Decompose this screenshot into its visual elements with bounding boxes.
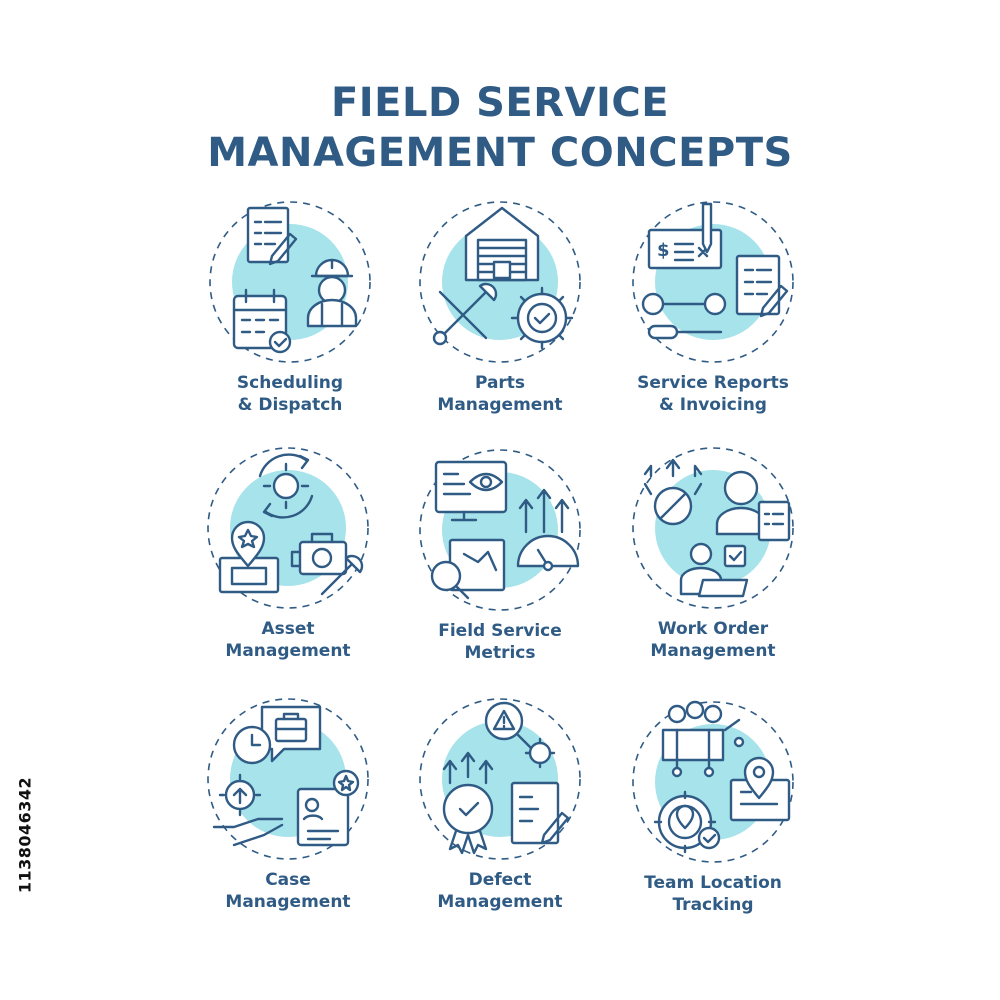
concept-defect-management: Defect Management — [370, 697, 630, 937]
stock-id-watermark: 1138046342 — [15, 776, 35, 894]
concept-case-management: Case Management — [158, 697, 418, 937]
schedule-dispatch-icon — [209, 201, 371, 363]
concept-label: Work Order Management — [650, 619, 776, 661]
page-title: FIELD SERVICE MANAGEMENT CONCEPTS — [0, 78, 1000, 178]
case-icon — [207, 698, 369, 860]
concept-parts-management: Parts Management — [370, 200, 630, 440]
concept-label: Asset Management — [225, 619, 351, 661]
concept-service-reports-invoicing: $ Service Reports & Invoicing — [583, 200, 843, 440]
concept-label: Team Location Tracking — [644, 873, 782, 915]
parts-tools-icon — [419, 201, 581, 363]
reports-invoice-icon: $ — [632, 201, 794, 363]
concept-label: Service Reports & Invoicing — [637, 373, 789, 415]
concept-asset-management: Asset Management — [158, 446, 418, 686]
concept-label: Defect Management — [437, 870, 563, 912]
concept-field-service-metrics: Field Service Metrics — [370, 448, 630, 688]
title-line-1: FIELD SERVICE — [330, 80, 670, 126]
concept-team-location-tracking: Team Location Tracking — [583, 700, 843, 940]
concept-label: Parts Management — [437, 373, 563, 415]
work-order-icon — [632, 447, 794, 609]
team-location-icon — [632, 700, 794, 863]
concept-label: Case Management — [225, 870, 351, 912]
metrics-icon — [419, 449, 581, 611]
concept-work-order-management: Work Order Management — [583, 446, 843, 686]
concept-label: Scheduling & Dispatch — [236, 373, 344, 415]
asset-icon — [207, 447, 369, 609]
defect-icon — [419, 698, 581, 860]
concept-label: Field Service Metrics — [438, 621, 562, 663]
concept-scheduling-dispatch: Scheduling & Dispatch — [160, 200, 420, 440]
title-line-2: MANAGEMENT CONCEPTS — [207, 130, 793, 176]
svg-text:$: $ — [657, 240, 670, 261]
